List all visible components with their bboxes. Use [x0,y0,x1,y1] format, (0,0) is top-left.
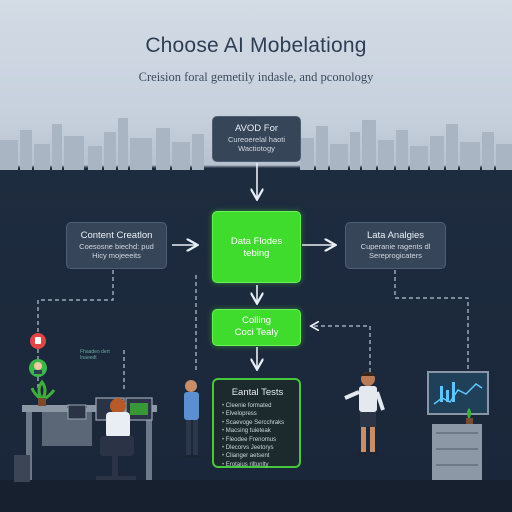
node-top: AVOD For Cureoerelal haoti Wactiotogy [212,116,301,162]
presenter-illustration [344,372,385,455]
diagram-subtitle: Creision foral gemetily indasle, and pco… [138,70,374,84]
list-item: Macsing tuieteak [222,427,293,435]
user-badge-icon [29,359,47,377]
node-right-sub2: Sereprogicaters [369,251,422,260]
list-item: Clianger aetsent [222,452,293,460]
node-top-sub2: Wactiotogy [238,144,275,153]
list-item: Cleenie formated [222,402,293,410]
standing-man-illustration [184,380,200,458]
node-middle: Colling Coci Tealy [212,309,301,346]
node-right: Lata Analgies Cuperanie ragents dl Serep… [345,222,446,269]
node-center-sub: tebing [243,248,270,259]
node-left-title: Content Creatlon [80,230,153,241]
node-left-sub2: Hicy mojeeeits [92,251,141,260]
node-center-title: Data Flodes [230,236,283,247]
side-note: Fhaadeo dert Inaeedt [80,349,110,361]
side-note-line2: Inaeedt [80,355,97,361]
node-left: Content Creatlon Coesosne biechd: pud Hi… [66,222,167,269]
list-item: Erotaius riltunlty [222,461,293,469]
node-right-title: Lata Analgies [366,230,425,241]
diagram-title: Choose AI Mobelationg [145,34,367,57]
node-list-items: Cleenie formated Elvelopress Scaevoge Se… [222,402,293,469]
desk-workstation-illustration [14,379,157,482]
skyline-illustration [0,118,512,170]
node-top-sub1: Cureoerelal haoti [227,135,286,144]
floor [0,480,512,512]
node-right-sub1: Cuperanie ragents dl [360,242,431,251]
list-item: Elvelopress [222,410,293,418]
node-top-title: AVOD For [234,123,279,134]
list-item: Fleodee Frenomus [222,436,293,444]
monitor-station-illustration [427,371,489,480]
dashed-link-feedback [312,326,371,372]
alert-badge-icon [30,333,46,349]
node-left-sub1: Coesosne biechd: pud [79,242,154,251]
node-center: Data Flodes tebing [212,211,301,283]
side-note-line1: Fhaadeo dert [80,349,110,355]
node-list: Eantal Tests Cleenie formated Elvelopres… [212,378,301,468]
node-middle-sub: Coci Tealy [234,327,279,338]
list-item: Dlecorvs Jeetorys [222,444,293,452]
node-list-title: Eantal Tests [231,387,284,398]
list-item: Scaevoge Sercchraks [222,419,293,427]
node-middle-title: Colling [241,315,272,326]
dashed-link-right [394,270,469,372]
